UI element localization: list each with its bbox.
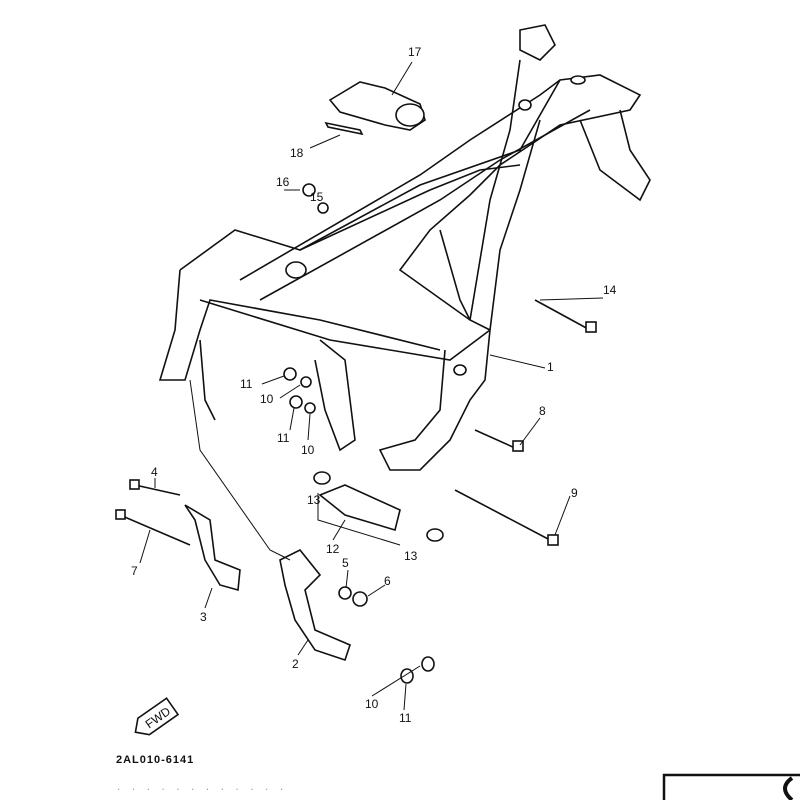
callout-15: 15: [310, 190, 324, 204]
bolts: [115, 299, 597, 546]
callout-10c: 10: [365, 697, 379, 711]
corner-mark: [662, 773, 800, 800]
leader-lines: [139, 61, 604, 711]
callout-18: 18: [290, 146, 304, 160]
callouts: 17 18 16 15 14 1 11 10 11 10 8 9 4 7 13 …: [131, 45, 617, 725]
callout-14: 14: [603, 283, 617, 297]
callout-17: 17: [408, 45, 422, 59]
callout-11c: 11: [399, 711, 412, 725]
callout-8: 8: [539, 404, 546, 418]
tool-pouch-part-17: [324, 81, 426, 136]
callout-5: 5: [342, 556, 349, 570]
callout-6: 6: [384, 574, 391, 588]
callout-11b: 11: [277, 431, 290, 445]
footer-text: · · · · · · · · · · · ·: [116, 785, 286, 795]
callout-13b: 13: [404, 549, 418, 563]
callout-13: 13: [307, 493, 321, 507]
callout-1: 1: [547, 360, 554, 374]
part-code: 2AL010-6141: [116, 754, 194, 766]
fwd-arrow-icon: FWD: [134, 697, 180, 736]
callout-7: 7: [131, 564, 138, 578]
callout-10: 10: [260, 392, 274, 406]
callout-10b: 10: [301, 443, 315, 457]
callout-4: 4: [151, 465, 158, 479]
callout-9: 9: [571, 486, 578, 500]
callout-16: 16: [276, 175, 290, 189]
callout-2: 2: [292, 657, 299, 671]
callout-3: 3: [200, 610, 207, 624]
callout-12: 12: [326, 542, 340, 556]
callout-11: 11: [240, 377, 253, 391]
brackets: [184, 183, 444, 684]
frame-part-1: [158, 24, 651, 471]
